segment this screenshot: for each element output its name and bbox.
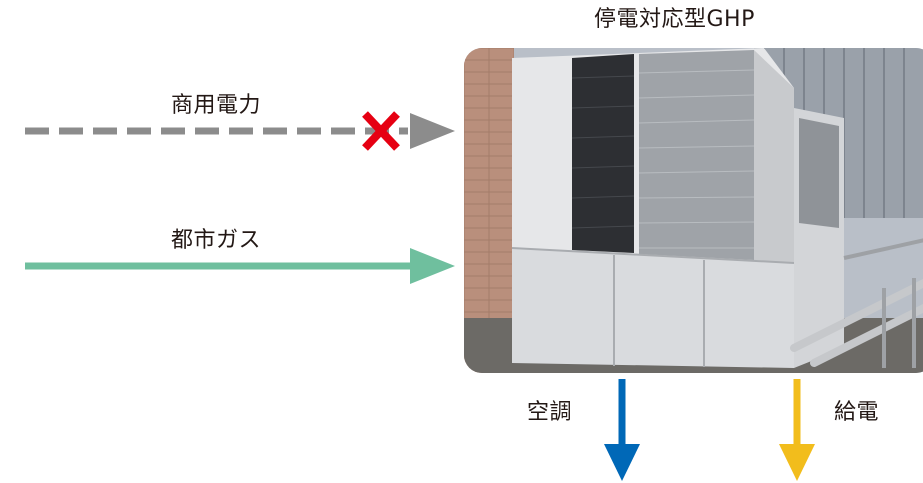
gas-input-label: 都市ガス (171, 228, 262, 253)
electricity-output-arrow (779, 379, 815, 481)
hvac-output-arrow (604, 379, 640, 481)
power-arrowhead (410, 113, 455, 149)
power-cut-x-icon (362, 111, 400, 151)
hvac-output-label: 空調 (527, 400, 573, 425)
ghp-unit-photo (464, 48, 923, 373)
power-input-arrow (25, 113, 455, 149)
power-input-label: 商用電力 (171, 93, 262, 118)
diagram-title: 停電対応型GHP (594, 7, 755, 32)
electricity-output-label: 給電 (834, 400, 880, 425)
gas-arrowhead (410, 248, 455, 284)
gas-input-arrow (25, 248, 455, 284)
